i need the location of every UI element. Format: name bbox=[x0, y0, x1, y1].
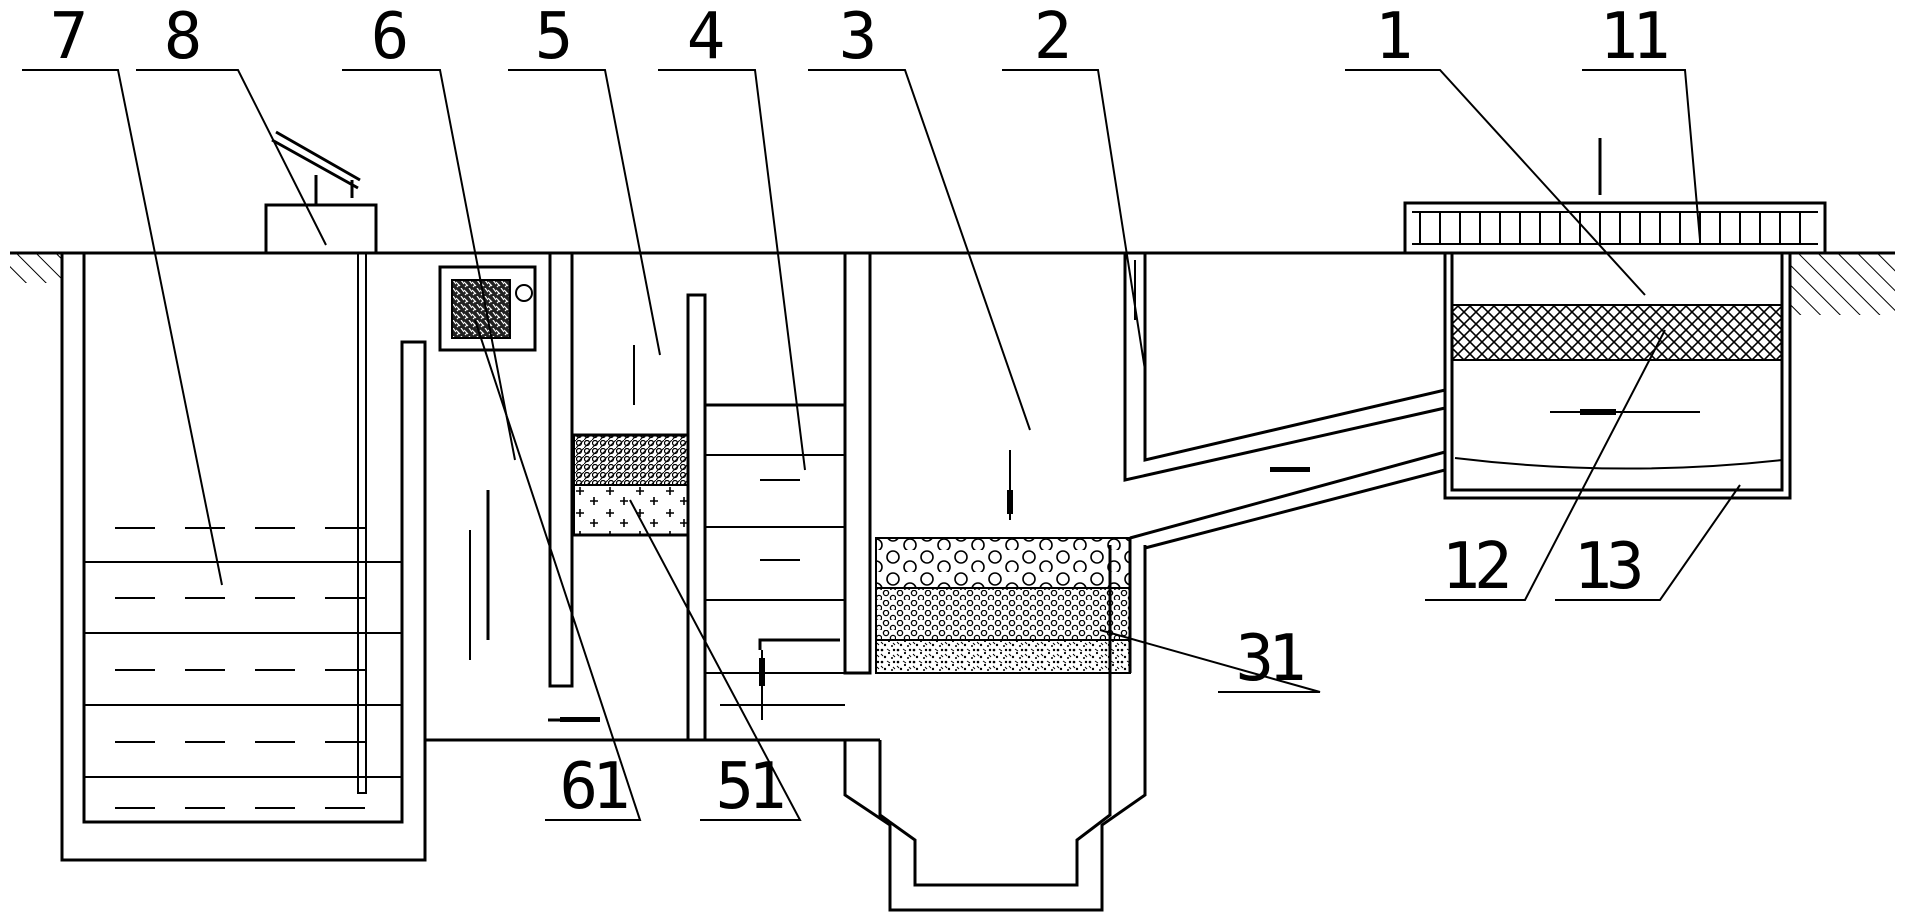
callout-11: 11 bbox=[1599, 0, 1667, 74]
controller-box bbox=[438, 265, 537, 352]
collector-tank bbox=[1403, 138, 1827, 500]
callout-12: 12 bbox=[1441, 530, 1508, 604]
callout-4: 4 bbox=[687, 0, 723, 74]
callout-6: 6 bbox=[371, 0, 406, 74]
storage-tank bbox=[60, 252, 427, 862]
inlet-pipes bbox=[1123, 253, 1447, 550]
water-lines bbox=[84, 527, 402, 809]
tank-4 bbox=[705, 253, 872, 720]
callout-5: 5 bbox=[535, 0, 569, 74]
filter-column bbox=[572, 293, 707, 742]
callout-1: 1 bbox=[1375, 0, 1410, 74]
filter-tank-3 bbox=[843, 450, 1147, 912]
leader-lines bbox=[22, 69, 1741, 821]
callout-3: 3 bbox=[839, 0, 873, 74]
callout-7: 7 bbox=[50, 0, 84, 74]
callout-13: 13 bbox=[1573, 530, 1640, 604]
grate bbox=[1412, 211, 1818, 245]
callout-31: 31 bbox=[1235, 622, 1303, 696]
flow-channel bbox=[425, 251, 880, 742]
callout-2: 2 bbox=[1034, 0, 1068, 74]
callout-8: 8 bbox=[164, 0, 199, 74]
callout-61: 61 bbox=[559, 750, 627, 824]
callout-51: 51 bbox=[715, 750, 783, 824]
pump-box bbox=[264, 130, 378, 255]
